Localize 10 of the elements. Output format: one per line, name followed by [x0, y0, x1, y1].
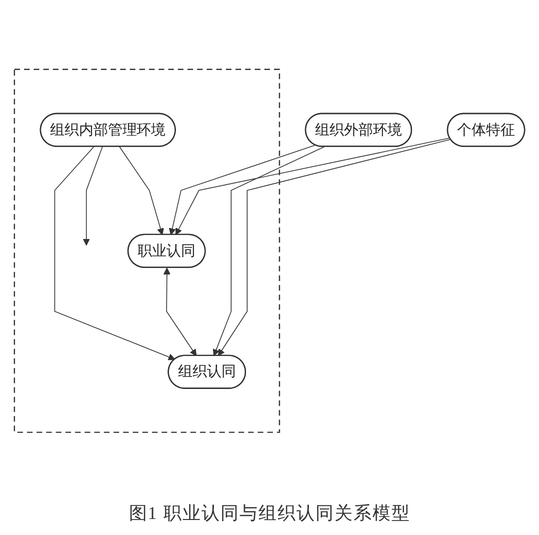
arrow [163, 267, 197, 356]
cluster [14, 68, 280, 433]
arrow [54, 146, 176, 360]
arrow [168, 144, 316, 235]
arrow [82, 146, 103, 246]
arrow [218, 138, 452, 356]
arrow [175, 137, 450, 235]
arrow [212, 146, 325, 356]
figure-caption: 图1 职业认同与组织认同关系模型 [128, 502, 410, 525]
arrow [119, 146, 164, 235]
